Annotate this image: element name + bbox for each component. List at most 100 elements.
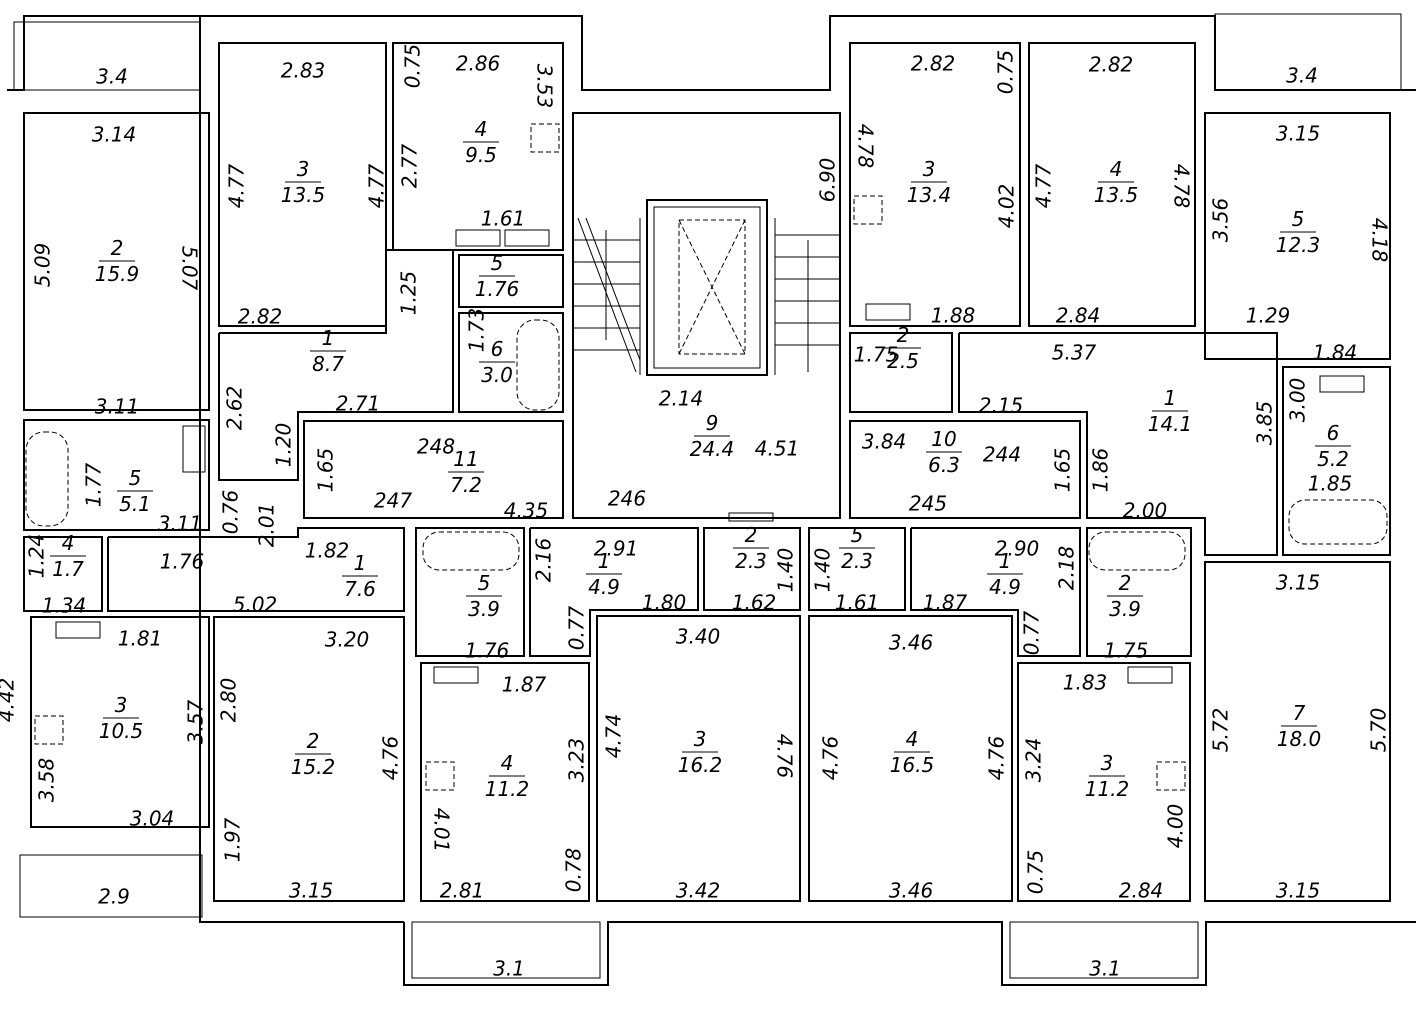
dimension-label: 3.20 — [325, 628, 370, 652]
dimension-label: 3.11 — [158, 512, 203, 536]
dimension-label: 2.84 — [1119, 879, 1164, 903]
room-number: 9 — [706, 411, 719, 435]
dimension-label: 4.35 — [504, 499, 549, 523]
dimension-label: 2.86 — [456, 52, 501, 76]
dimension-label: 0.77 — [1020, 610, 1044, 655]
dimension-label: 3.1 — [493, 957, 525, 981]
dimension-label: 2.82 — [238, 305, 283, 329]
room-area: 1.7 — [52, 557, 84, 581]
room-area: 10.5 — [99, 719, 144, 743]
room-number: 6 — [1327, 421, 1340, 445]
dimension-label: 5.72 — [1209, 708, 1233, 753]
dimension-label: 3.58 — [35, 758, 59, 803]
room-area: 9.5 — [465, 143, 497, 167]
dimension-label: 1.86 — [1089, 448, 1113, 493]
room-label-r-b5: 55.1 — [117, 466, 153, 516]
room-label-r-e6: 65.2 — [1315, 421, 1351, 471]
room-number: 3 — [297, 157, 310, 181]
room-area: 15.2 — [291, 755, 336, 779]
dimension-label: 2.62 — [223, 386, 247, 431]
room-number: 5 — [491, 251, 504, 275]
dimension-label: 4.01 — [430, 808, 454, 853]
room-label-r-c2: 22.3 — [733, 523, 769, 573]
room-area: 11.2 — [1085, 777, 1130, 801]
dimension-label: 1.77 — [82, 462, 106, 507]
dimension-label: 5.09 — [31, 243, 55, 288]
room-number: 5 — [129, 466, 142, 490]
room-label-r-a3: 313.5 — [281, 157, 326, 207]
dimension-label: 3.11 — [95, 395, 140, 419]
dimension-label: 3.53 — [533, 64, 557, 109]
dimension-label: 5.07 — [178, 246, 202, 291]
dimension-label: 3.46 — [889, 879, 934, 903]
room-number: 2 — [745, 523, 758, 547]
dimension-label: 2.71 — [336, 392, 381, 416]
dimension-label: 2.01 — [255, 503, 279, 548]
dimension-label: 5.02 — [233, 593, 278, 617]
room-area: 3.9 — [468, 597, 500, 621]
room-label-r-d4: 416.5 — [890, 727, 935, 777]
dimension-label: 1.20 — [272, 423, 296, 468]
dimension-label: 4.18 — [1368, 218, 1392, 263]
room-area: 14.1 — [1148, 412, 1193, 436]
room-label-r-a2: 215.9 — [95, 236, 140, 286]
dimension-label: 3.84 — [862, 430, 907, 454]
room-area: 16.2 — [678, 753, 723, 777]
room-area: 13.4 — [907, 183, 952, 207]
dimension-label: 3.1 — [1089, 957, 1121, 981]
room-label-r-a1: 18.7 — [310, 326, 346, 376]
dimension-label: 3.85 — [1253, 401, 1277, 446]
room-area: 18.0 — [1277, 727, 1322, 751]
room-area: 12.3 — [1276, 233, 1321, 257]
room-label-r-e3: 313.4 — [907, 157, 952, 207]
dimension-label: 2.16 — [532, 538, 556, 583]
room-number: 5 — [478, 571, 491, 595]
room-number: 2 — [897, 323, 910, 347]
dimension-label: 3.56 — [1209, 198, 1233, 243]
room-area: 5.2 — [1317, 447, 1349, 471]
room-number: 3 — [694, 727, 707, 751]
dimension-label: 4.77 — [365, 163, 389, 208]
room-label-r-d3: 311.2 — [1085, 751, 1130, 801]
dimension-label: 3.23 — [565, 738, 589, 783]
room-area: 8.7 — [312, 352, 344, 376]
dimension-label: 0.76 — [219, 490, 243, 535]
dimension-label: 4.76 — [819, 736, 843, 781]
dimension-label: 1.40 — [811, 548, 835, 593]
room-label-r-e7: 718.0 — [1277, 701, 1322, 751]
dimension-label: 2.14 — [659, 387, 704, 411]
dimension-label: 4.76 — [773, 734, 797, 779]
dimension-label: 1.34 — [42, 594, 87, 618]
room-area: 5.1 — [119, 492, 151, 516]
dimension-label: 2.18 — [1055, 546, 1079, 591]
dimension-label: 2.15 — [979, 394, 1024, 418]
dimension-label: 4.00 — [1164, 804, 1188, 849]
room-label-r-d2: 23.9 — [1107, 571, 1143, 621]
room-area: 24.4 — [690, 437, 735, 461]
dimension-label: 6.90 — [816, 158, 840, 203]
room-area: 2.3 — [735, 549, 767, 573]
dimension-label: 5.70 — [1367, 708, 1391, 753]
dimension-label: 0.75 — [1024, 850, 1048, 895]
room-label-r-a4: 49.5 — [463, 117, 499, 167]
dimension-label: 2.00 — [1123, 499, 1168, 523]
room-area: 13.5 — [1094, 183, 1139, 207]
dimension-label: 1.75 — [854, 343, 899, 367]
room-number: 1 — [999, 549, 1012, 573]
dimension-label: 4.78 — [1170, 164, 1194, 209]
dimension-label: 0.75 — [401, 44, 425, 89]
dimension-label: 0.75 — [994, 50, 1018, 95]
dimension-label: 3.4 — [96, 65, 128, 89]
dimension-label: 1.61 — [835, 591, 880, 615]
room-number: 3 — [1101, 751, 1114, 775]
dimension-label: 1.25 — [397, 271, 421, 316]
dimension-label: 4.76 — [379, 736, 403, 781]
room-area: 3.9 — [1109, 597, 1141, 621]
room-label-r-a6: 63.0 — [479, 337, 515, 387]
room-number: 3 — [923, 157, 936, 181]
dimension-label: 1.61 — [481, 207, 526, 231]
room-label-r-d1: 14.9 — [987, 549, 1023, 599]
dimension-label: 2.91 — [594, 537, 639, 561]
dimension-label: 4.02 — [995, 184, 1019, 229]
